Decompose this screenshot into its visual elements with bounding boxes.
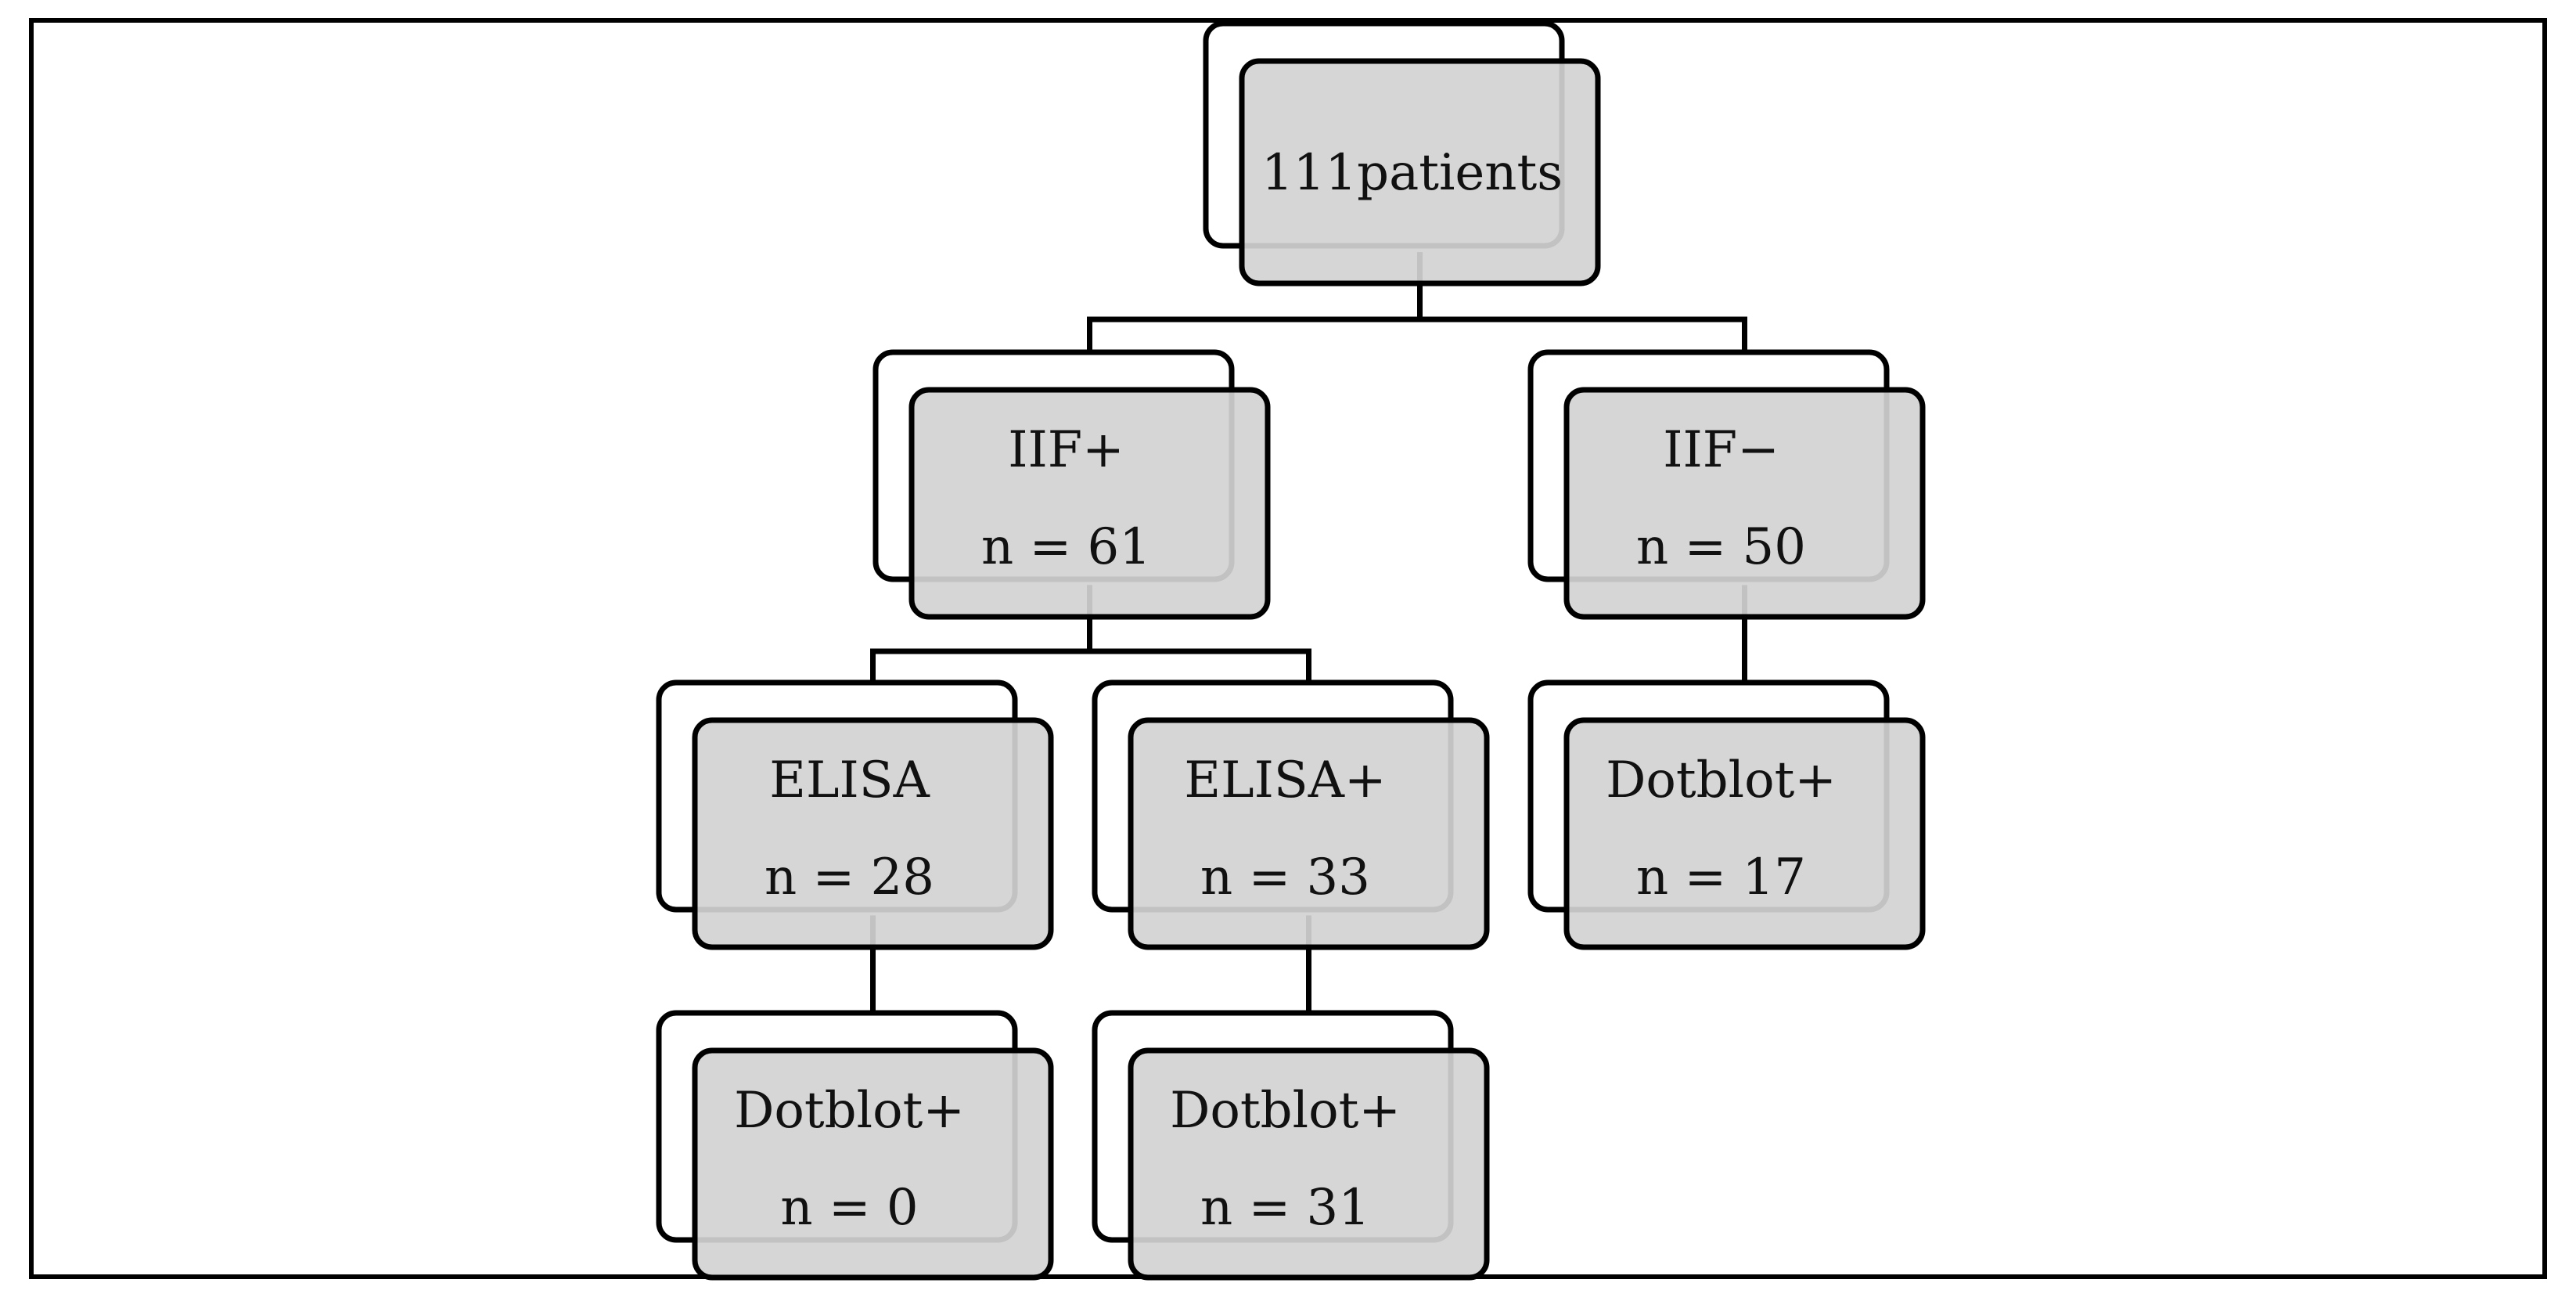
node-count: n = 17 — [1636, 849, 1806, 906]
node-elisa-pos: ELISA+ n = 33 — [1092, 679, 1490, 950]
node-count: n = 0 — [780, 1179, 918, 1237]
node-dotblot-from-iif-neg: Dotblot+ n = 17 — [1527, 679, 1926, 950]
node-label: 111patients — [1261, 144, 1563, 202]
node-count: n = 28 — [765, 849, 934, 906]
node-box — [1128, 717, 1490, 950]
node-box — [908, 387, 1271, 620]
node-dotblot-from-elisa-pos: Dotblot+ n = 31 — [1092, 1010, 1490, 1281]
node-count: n = 50 — [1636, 518, 1806, 576]
node-box — [1239, 58, 1601, 287]
node-label: IIF+ — [1008, 421, 1124, 479]
node-box — [1563, 387, 1926, 620]
node-label: ELISA+ — [1184, 751, 1386, 809]
node-label: ELISA — [769, 751, 930, 809]
node-iif-neg: IIF− n = 50 — [1527, 349, 1926, 620]
node-box — [692, 1047, 1054, 1281]
node-iif-pos: IIF+ n = 61 — [872, 349, 1271, 620]
node-box — [1563, 717, 1926, 950]
node-label: Dotblot+ — [1170, 1082, 1401, 1140]
node-label: Dotblot+ — [734, 1082, 965, 1140]
node-count: n = 33 — [1200, 849, 1370, 906]
node-count: n = 31 — [1200, 1179, 1370, 1237]
node-count: n = 61 — [981, 518, 1151, 576]
node-box — [692, 717, 1054, 950]
node-root: 111patients — [1203, 20, 1601, 287]
node-box — [1128, 1047, 1490, 1281]
node-dotblot-from-elisa-neg: Dotblot+ n = 0 — [656, 1010, 1054, 1281]
node-label: Dotblot+ — [1606, 751, 1837, 809]
node-elisa-neg: ELISA n = 28 — [656, 679, 1054, 950]
node-label: IIF− — [1663, 421, 1779, 479]
